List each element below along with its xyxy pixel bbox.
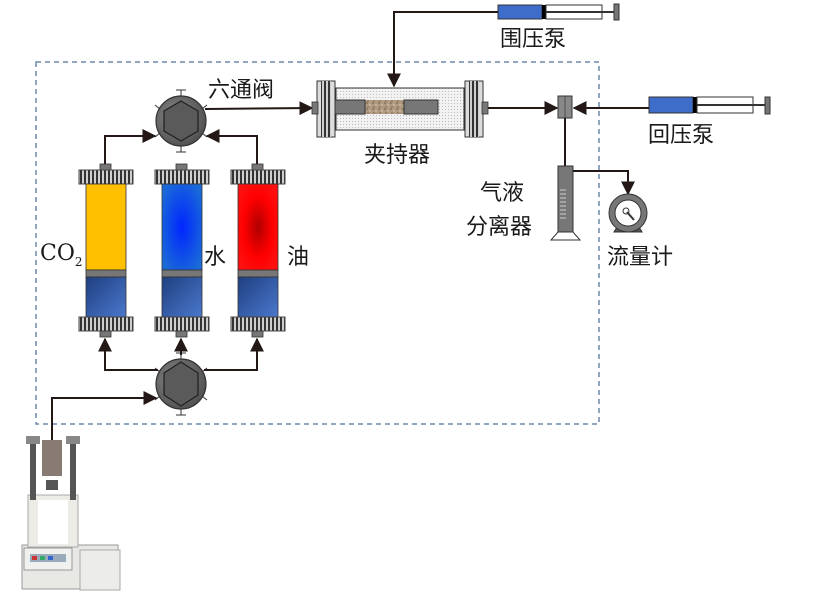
separator-label-line1: 气液 [480,181,524,206]
water-cylinder[interactable] [154,163,210,338]
back-pressure-pump-label: 回压泵 [648,123,714,148]
oil-cylinder[interactable] [230,163,286,338]
pump-to-valve-line [51,391,158,440]
confining-pump-line [387,11,498,88]
flow-meter[interactable] [608,193,648,233]
co2-cylinder[interactable] [78,163,134,338]
separator-label-line2: 分离器 [466,215,532,240]
valve-to-holder-line [204,101,314,116]
displacement-pump[interactable] [21,436,121,591]
system-boundary [35,61,600,425]
core-holder-label: 夹持器 [364,143,430,168]
six-way-valve-bottom[interactable] [154,352,208,416]
separator-to-flowmeter-line [573,170,635,196]
gas-liquid-separator[interactable] [549,165,582,241]
six-way-valve-label: 六通阀 [208,78,274,103]
oil-to-valve-line [205,129,258,166]
oil-label: 油 [287,245,309,270]
valve-to-oil-line [204,337,264,371]
flow-meter-label: 流量计 [607,245,673,270]
confining-pump[interactable] [497,3,620,21]
back-pressure-pump[interactable] [648,96,771,115]
valve-to-co2-line [98,337,158,371]
co2-label: CO2 [40,241,83,269]
core-holder[interactable] [311,80,489,138]
six-way-valve-top[interactable] [154,89,208,153]
co2-to-valve-line [104,129,157,166]
water-label: 水 [204,245,226,270]
confining-pump-label: 围压泵 [500,27,566,52]
